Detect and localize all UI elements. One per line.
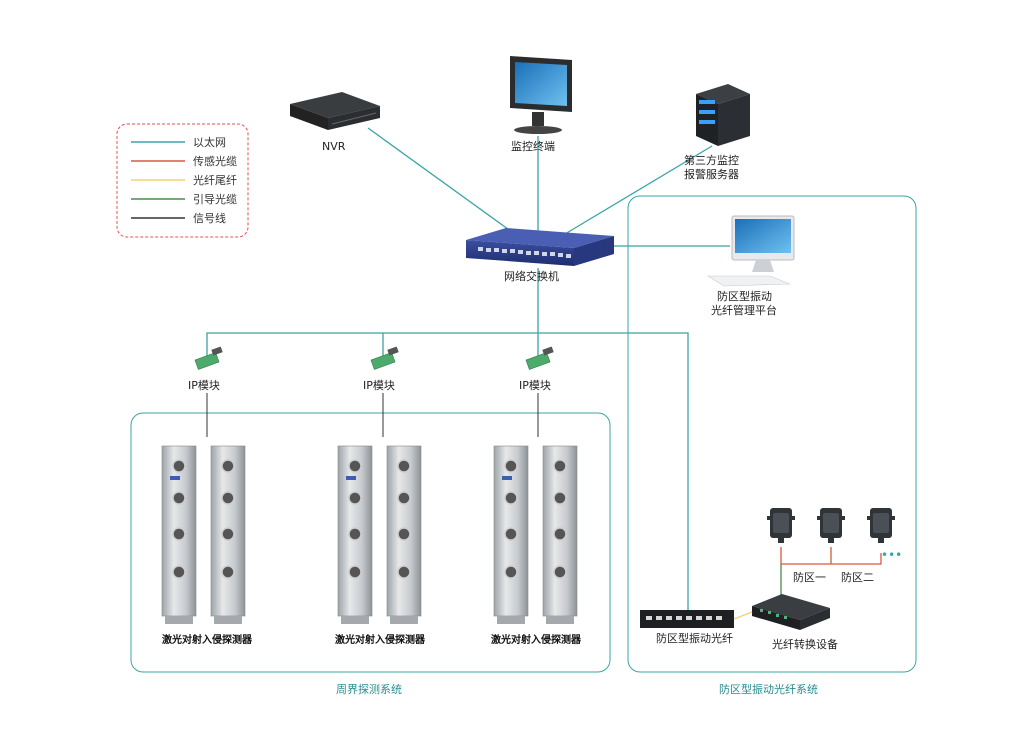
- zone-fiber-system-box: [627, 195, 917, 673]
- zone-detector-box-2: [817, 508, 845, 543]
- legend-label-lead-cable: 引导光缆: [193, 192, 237, 206]
- laser-detector-2-label: 激光对射入侵探测器: [335, 633, 426, 646]
- legend-label-sensing-cable: 传感光缆: [193, 154, 237, 168]
- platform-label-line2: 光纤管理平台: [711, 303, 777, 317]
- laser-detector-2: [337, 445, 422, 625]
- monitor-terminal-device: [510, 56, 572, 134]
- fiber-pigtail: [733, 611, 753, 620]
- zone-detector-box-1: [767, 508, 795, 543]
- zone-fiber-system-label: 防区型振动光纤系统: [719, 682, 818, 696]
- ip-module-3-device: [525, 345, 555, 370]
- zone-1-label: 防区一: [793, 570, 826, 584]
- laser-detector-1: [161, 445, 246, 625]
- management-platform-device: [706, 215, 795, 287]
- ethernet-links: [206, 127, 730, 622]
- third-party-server-device: [696, 84, 750, 146]
- legend: 以太网 传感光缆 光纤尾纤 引导光缆 信号线: [116, 123, 249, 238]
- network-switch-device: [466, 228, 614, 266]
- ip-module-3-label: IP模块: [519, 379, 551, 392]
- nvr-label: NVR: [322, 140, 346, 153]
- perimeter-system-box: [130, 412, 611, 673]
- switch-label: 网络交换机: [504, 269, 559, 283]
- ip-module-2-label: IP模块: [363, 379, 395, 392]
- zone-fiber-label: 防区型振动光纤: [656, 631, 733, 645]
- nvr-device: [290, 92, 380, 130]
- legend-label-fiber-pigtail: 光纤尾纤: [193, 173, 237, 187]
- fiber-converter-device: [752, 594, 830, 630]
- sensing-cable: [780, 547, 882, 565]
- laser-detector-3: [493, 445, 578, 625]
- laser-detector-1-label: 激光对射入侵探测器: [162, 633, 253, 646]
- zone-fiber-unit-device: [640, 610, 734, 628]
- zone-detector-box-3: [867, 508, 895, 543]
- zone-2-label: 防区二: [841, 570, 874, 584]
- monitor-terminal-label: 监控终端: [511, 139, 555, 153]
- legend-label-signal-wire: 信号线: [193, 211, 226, 225]
- ip-module-2-device: [370, 345, 400, 370]
- laser-detector-3-label: 激光对射入侵探测器: [491, 633, 582, 646]
- third-party-label-line2: 报警服务器: [684, 167, 739, 181]
- third-party-label-line1: 第三方监控: [684, 153, 739, 167]
- ip-module-1-label: IP模块: [188, 379, 220, 392]
- legend-label-ethernet: 以太网: [193, 136, 226, 149]
- more-zones-indicator: •••: [881, 548, 902, 562]
- fiber-converter-label: 光纤转换设备: [772, 637, 838, 651]
- signal-wires: [206, 393, 539, 437]
- ip-module-1-device: [194, 345, 224, 370]
- platform-label-line1: 防区型振动: [717, 289, 772, 303]
- perimeter-system-label: 周界探测系统: [336, 683, 402, 696]
